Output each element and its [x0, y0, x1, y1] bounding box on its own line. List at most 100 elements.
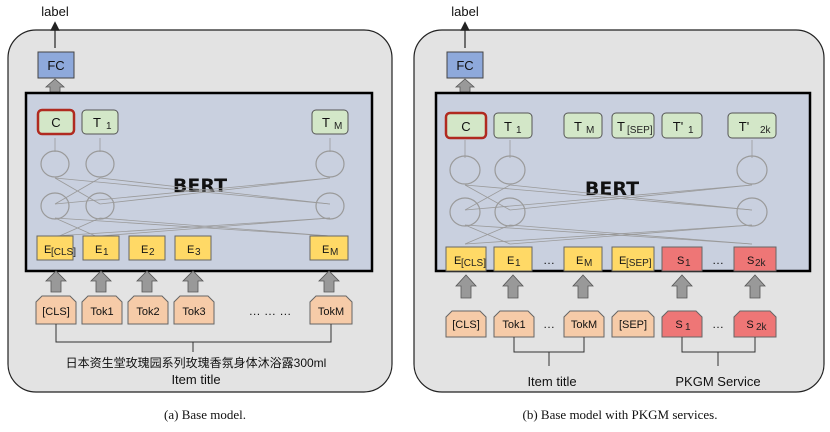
token-1 [493, 310, 535, 338]
output-tm [311, 109, 349, 135]
output-tsep [611, 112, 655, 139]
svg-text:1: 1 [685, 322, 691, 333]
svg-text:1: 1 [515, 258, 521, 269]
service-embedding-1 [661, 246, 703, 272]
token-2 [127, 295, 169, 325]
svg-text:3: 3 [195, 247, 201, 258]
token-ellipsis: … [712, 317, 724, 331]
svg-text:2k: 2k [756, 322, 768, 333]
token-1 [81, 295, 123, 325]
output-t1-sub: 1 [106, 121, 112, 132]
svg-text:Tok2: Tok2 [136, 306, 159, 318]
token-sep [611, 310, 655, 338]
svg-text:2k: 2k [760, 125, 772, 136]
svg-text:2k: 2k [755, 258, 767, 269]
svg-text:M: M [330, 247, 338, 258]
svg-text:M: M [584, 258, 592, 269]
embedding-3 [174, 235, 212, 261]
svg-text:E: E [322, 244, 329, 256]
service-embedding-2k [733, 246, 777, 272]
service-token-2k [733, 310, 777, 338]
token-row: [CLS] Tok1 … TokM [SEP] S 1 … S 2k [445, 310, 777, 338]
svg-text:S: S [675, 319, 682, 331]
panel-a: label FC BERT [7, 4, 393, 422]
svg-text:[CLS]: [CLS] [461, 258, 486, 269]
svg-text:1: 1 [685, 258, 691, 269]
embedding-ellipsis: … [712, 253, 724, 267]
svg-text:E: E [507, 255, 514, 267]
fc-label: FC [47, 58, 64, 73]
svg-text:E: E [95, 244, 102, 256]
embedding-1 [493, 246, 533, 272]
svg-text:S: S [746, 319, 753, 331]
svg-text:[SEP]: [SEP] [627, 125, 653, 136]
output-tm [563, 112, 603, 139]
svg-text:T': T' [673, 119, 683, 134]
token-ellipsis: … [543, 317, 555, 331]
fc-box [37, 51, 75, 79]
output-t1 [493, 112, 533, 139]
svg-text:T: T [504, 119, 512, 134]
output-label: label [41, 4, 69, 19]
svg-text:[SEP]: [SEP] [626, 258, 652, 269]
bert-label: BERT [585, 178, 639, 200]
output-c [36, 108, 76, 136]
embedding-cls [36, 235, 74, 261]
caption-b: (b) Base model with PKGM services. [523, 407, 718, 422]
svg-text:[CLS]: [CLS] [42, 306, 70, 318]
svg-text:E: E [44, 244, 51, 256]
fc-label: FC [456, 58, 473, 73]
input-arrows [455, 274, 766, 299]
panel-b: label FC BERT [413, 4, 825, 422]
output-c-label: C [51, 115, 60, 130]
token-cls [445, 310, 487, 338]
svg-text:S: S [747, 255, 754, 267]
svg-text:2: 2 [149, 247, 155, 258]
svg-text:T: T [574, 119, 582, 134]
token-3 [173, 295, 215, 325]
svg-text:E: E [576, 255, 583, 267]
svg-text:TokM: TokM [318, 306, 344, 318]
output-label: label [451, 4, 479, 19]
output-row: C T 1 T M T [SEP] T' 1 T' 2k [444, 111, 777, 140]
embedding-row: E [CLS] E 1 E 2 E 3 E M [36, 235, 349, 261]
attention-connections [464, 140, 753, 245]
fc-arrow [454, 78, 476, 93]
attention-connections [54, 138, 331, 239]
svg-text:E: E [187, 244, 194, 256]
svg-text:Tok1: Tok1 [90, 306, 113, 318]
input-arrows [45, 270, 340, 293]
embedding-1 [82, 235, 120, 261]
embedding-m [309, 235, 349, 261]
svg-text:E: E [141, 244, 148, 256]
embedding-cls [445, 246, 487, 272]
svg-text:Tok3: Tok3 [182, 306, 205, 318]
pkgm-service-label: PKGM Service [675, 374, 760, 389]
output-t1 [81, 109, 119, 135]
service-token-1 [661, 310, 703, 338]
svg-text:T': T' [739, 119, 749, 134]
embedding-row: E [CLS] E 1 … E M E [SEP] S 1 … S 2k [445, 246, 777, 272]
token-row: [CLS] Tok1 Tok2 Tok3 TokM … … … [35, 295, 353, 325]
output-tprime2k [727, 112, 777, 139]
caption-a: (a) Base model. [164, 407, 246, 422]
token-m [563, 310, 605, 338]
output-t1-main: T [93, 115, 101, 130]
item-title-label: Item title [527, 374, 576, 389]
token-m [309, 295, 353, 325]
output-tm-main: T [322, 115, 330, 130]
svg-text:E: E [454, 255, 461, 267]
output-c [444, 111, 488, 140]
fc-box [446, 51, 484, 79]
svg-text:Tok1: Tok1 [502, 319, 525, 331]
embedding-ellipsis: … [543, 253, 555, 267]
svg-text:1: 1 [688, 125, 694, 136]
item-title-text: 日本资生堂玫瑰园系列玫瑰香氛身体沐浴露300ml [66, 355, 327, 370]
embedding-sep [611, 246, 655, 272]
svg-text:[CLS]: [CLS] [51, 247, 76, 258]
token-ellipsis: … … … [249, 304, 292, 318]
svg-text:S: S [677, 255, 684, 267]
embedding-m [563, 246, 603, 272]
hidden-units [449, 155, 768, 227]
svg-text:TokM: TokM [571, 319, 597, 331]
